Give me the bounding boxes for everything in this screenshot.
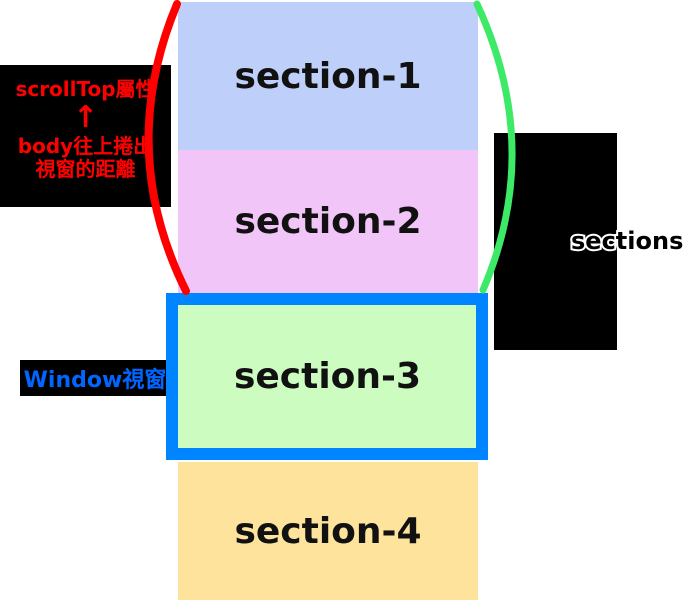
section-2-label: section-2 xyxy=(234,201,422,242)
window-viewport-outline xyxy=(166,293,488,460)
scrolltop-note-box: scrollTop屬性 ↑ body往上捲出 視窗的距離 xyxy=(0,65,171,207)
scrolltop-attr-text: scrollTop屬性 xyxy=(15,77,156,101)
window-note-box: Window視窗 xyxy=(20,360,170,396)
section-4-label: section-4 xyxy=(234,510,422,552)
section-4-block: section-4 xyxy=(178,462,478,600)
scrolltop-desc-line1: body往上捲出 xyxy=(17,134,154,158)
section-3-label: section-3 xyxy=(233,356,422,397)
scrolltop-desc-line2: 視窗的距離 xyxy=(35,157,136,181)
up-arrow-icon: ↑ xyxy=(72,100,99,135)
section-2-block: section-2 xyxy=(178,150,478,293)
right-note-box xyxy=(494,133,617,350)
window-note-label: Window視窗 xyxy=(23,368,167,393)
section-1-block: section-1 xyxy=(178,2,478,150)
section-3-block: section-3 xyxy=(178,305,477,448)
section-1-label: section-1 xyxy=(234,55,422,97)
